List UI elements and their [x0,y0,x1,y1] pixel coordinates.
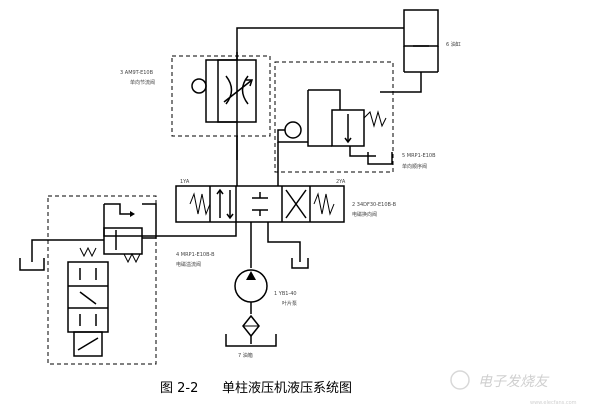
reducer-code: 4 MRP1-E10B-B [176,252,215,258]
solenoid-spool [67,246,109,357]
watermark-text: 电子发烧友 [478,374,550,390]
tank-symbol [225,334,277,347]
pipe-to-reducer [103,222,237,237]
tank-return-right [291,258,309,269]
dir-left-code: 1YA [180,179,190,185]
pipe-return [267,222,301,262]
cylinder-label: 6 油缸 [446,41,461,48]
pump-code: 1 YB1-40 [274,291,297,297]
reducer-name: 电磁溢流阀 [176,261,201,268]
throttle-name: 单向节流阀 [130,79,155,86]
sequence-code: 5 MRP1-E10B [402,153,436,159]
directional-valve [175,185,345,223]
caption-prefix: 图 2-2 [160,381,198,396]
throttle-code: 3 AM9T-E10B [120,70,154,76]
dir-code: 2 34DF30-E10B-B [352,202,397,208]
sequence-name: 单向顺序阀 [402,163,427,170]
pipe-top [236,27,404,160]
throttle-valve-box [171,55,271,137]
caption-title: 单柱液压机液压系统图 [222,381,352,396]
sequence-check-valve [277,72,422,165]
filter-symbol [242,314,260,344]
pump-name: 叶片泵 [282,300,297,307]
hydraulic-cylinder [403,9,439,73]
throttle-check-valve [191,52,257,123]
pump-symbol [234,269,268,314]
dir-right-code: 2YA [336,179,346,185]
watermark-url: www.elecfans.com [530,400,577,406]
sequence-valve-box [274,61,394,173]
tank-label: 7 油箱 [238,352,253,359]
relief-valve-box [47,195,157,365]
relief-valve [19,203,157,271]
dir-name: 电磁换向阀 [352,211,377,218]
watermark-logo: 电子发烧友 www.elecfans.com [450,370,577,406]
